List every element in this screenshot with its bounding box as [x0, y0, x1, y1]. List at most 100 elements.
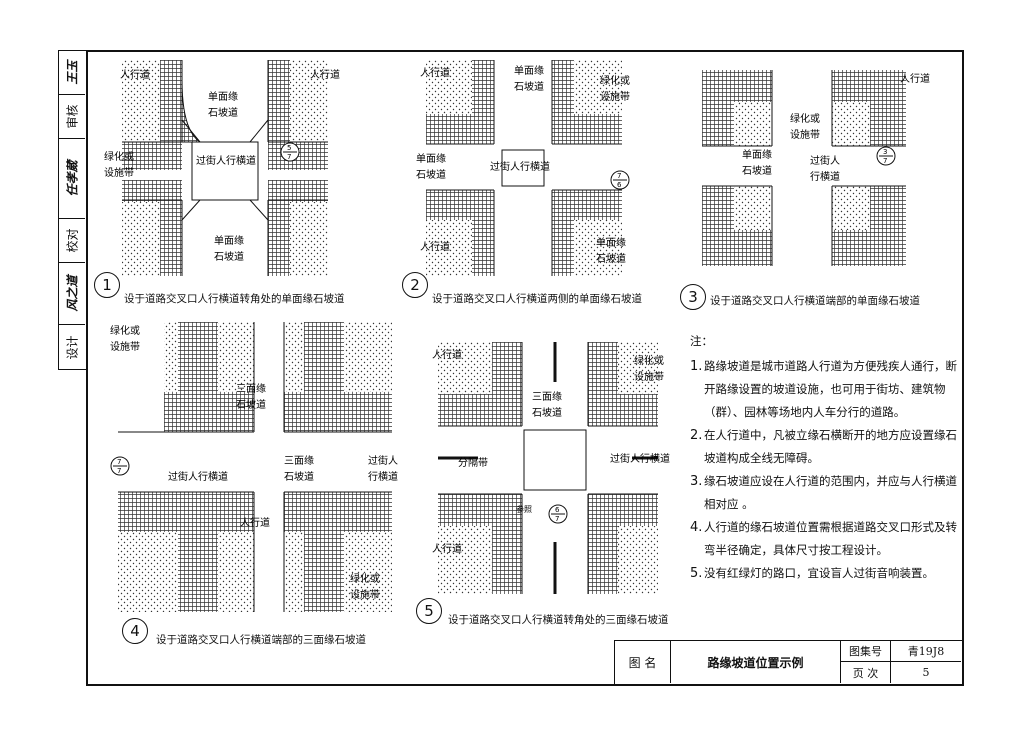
- d2-corner-br: [552, 190, 622, 276]
- svg-text:3: 3: [883, 148, 887, 156]
- d4-label-sidewalk: 人行道: [240, 516, 270, 529]
- d5-corner-tl: [438, 342, 522, 426]
- d5-corner-tr: [588, 342, 658, 426]
- svg-text:7: 7: [117, 467, 121, 475]
- d2-label-ramp-bot-2: 石坡道: [596, 252, 626, 265]
- d4-corner-br: [284, 492, 392, 612]
- d5-label-green-2: 设施带: [634, 370, 664, 383]
- d1-crossing-box: [191, 141, 259, 201]
- page-label: 页 次: [841, 662, 891, 683]
- design-sign: 风之道: [59, 263, 85, 325]
- d1-label-ramp-bot-1: 单面缘: [214, 234, 244, 247]
- d1-label-sidewalk-left: 人行道: [120, 68, 150, 81]
- svg-text:6: 6: [617, 181, 622, 189]
- d1-label-ramp-top-1: 单面缘: [208, 90, 238, 103]
- d3-label-crossing-1: 过街人: [810, 154, 840, 167]
- d3-ref-mark: 3 7: [876, 146, 896, 166]
- notes-title: 注：: [690, 334, 713, 348]
- d1-label-crossing: 过街人行横道: [196, 154, 256, 167]
- d4-label-green-bot-1: 绿化或: [350, 572, 380, 585]
- d2-label-green-2: 设施带: [600, 90, 630, 103]
- d5-corner-br: [588, 494, 658, 594]
- d5-label-divider: 分隔带: [458, 457, 488, 469]
- d5-ref-mark: 6 7: [548, 504, 568, 524]
- d2-label-ramp-left-1: 单面缘: [416, 152, 446, 165]
- d2-label-ramp-top-1: 单面缘: [514, 64, 544, 77]
- svg-text:7: 7: [617, 172, 621, 180]
- atlas-value: 青19J8: [891, 641, 961, 662]
- note-item-5: 5.没有红绿灯的路口，宜设盲人过街音响装置。: [690, 566, 934, 581]
- d1-label-green-1: 绿化或: [104, 150, 134, 163]
- title-block: 图 名 路缘坡道位置示例 图集号 青19J8 页 次 5: [614, 640, 962, 684]
- d5-corner-bl: [438, 494, 522, 594]
- d3-label-crossing-2: 行横道: [810, 170, 840, 183]
- svg-text:7: 7: [287, 153, 291, 161]
- d1-label-ramp-top-2: 石坡道: [208, 106, 238, 119]
- d2-label-crossing: 过街人行横道: [490, 160, 550, 173]
- note-item-1: 1.路缘坡道是城市道路人行道为方便残疾人通行，断开路缘设置的坡道设施，也可用于街…: [690, 359, 957, 419]
- d2-label-ramp-top-2: 石坡道: [514, 80, 544, 93]
- d2-caption: 设于道路交叉口人行横道两侧的单面缘石坡道: [432, 293, 642, 305]
- d3-label-sidewalk: 人行道: [900, 72, 930, 85]
- d2-label-sidewalk-top: 人行道: [420, 66, 450, 79]
- d4-label-green-bot-2: 设施带: [350, 588, 380, 601]
- d4-label-crossing-r-1: 过街人: [368, 454, 398, 467]
- d2-label-sidewalk-bot: 人行道: [420, 240, 450, 253]
- proof-label: 校对: [59, 219, 85, 263]
- d1-corner-br: [268, 180, 328, 276]
- notes: 注： 1.路缘坡道是城市道路人行道为方便残疾人通行，断开路缘设置的坡道设施，也可…: [690, 330, 960, 585]
- proof-sign: 任孝葳: [59, 139, 85, 219]
- d3-corner-bl: [702, 186, 772, 266]
- signature-strip: 王玉 审核 任孝葳 校对 风之道 设计: [58, 50, 86, 370]
- d2-corner-tl: [426, 60, 494, 144]
- d4-label-ramp-top-1: 三面缘: [236, 382, 266, 395]
- d2-ref-mark: 7 6: [610, 170, 630, 190]
- d4-corner-tl: [164, 322, 254, 432]
- review-sign: 王玉: [59, 51, 85, 95]
- title-name-label: 图 名: [615, 641, 671, 683]
- d1-label-ramp-bot-2: 石坡道: [214, 250, 244, 263]
- note-item-4: 4.人行道的缘石坡道位置需根据道路交叉口形式及转弯半径确定，具体尺寸按工程设计。: [690, 520, 957, 557]
- diagram-4: 绿化或 设施带 三面缘 石坡道 过街人行横道 三面缘 石坡道 过街人 行横道 人…: [110, 322, 398, 612]
- d2-label-ramp-left-2: 石坡道: [416, 168, 446, 181]
- review-label: 审核: [59, 95, 85, 139]
- d4-number: 4: [122, 618, 148, 644]
- d4-corner-bl: [118, 492, 254, 612]
- diagram-5: 人行道 绿化或 设施带 三面缘 石坡道 分隔带 过街人行横道 参照 人行道 6 …: [432, 342, 670, 594]
- svg-text:7: 7: [883, 157, 887, 165]
- d1-number: 1: [94, 272, 120, 298]
- page-value: 5: [922, 666, 930, 679]
- d1-corner-bl: [122, 180, 182, 276]
- d4-label-green-top-2: 设施带: [110, 340, 140, 353]
- d5-label-ramp-2: 石坡道: [532, 406, 562, 419]
- d1-corner-tl: [122, 60, 202, 170]
- d1-caption: 设于道路交叉口人行横道转角处的单面缘石坡道: [124, 293, 345, 305]
- d5-number: 5: [416, 598, 442, 624]
- d4-caption: 设于道路交叉口人行横道端部的三面缘石坡道: [156, 634, 366, 646]
- d4-label-green-top-1: 绿化或: [110, 324, 140, 337]
- d5-label-ref-word: 参照: [516, 504, 532, 514]
- d3-label-green-1: 绿化或: [790, 112, 820, 125]
- d1-label-sidewalk-right: 人行道: [310, 68, 340, 81]
- d2-corner-bl: [426, 190, 494, 276]
- d4-label-crossing-r-2: 行横道: [368, 470, 398, 483]
- d5-label-crossing: 过街人行横道: [610, 452, 670, 465]
- d2-crossing-box: [501, 149, 545, 187]
- d4-label-crossing: 过街人行横道: [168, 470, 228, 483]
- svg-text:5: 5: [287, 144, 291, 152]
- d2-number: 2: [402, 272, 428, 298]
- d3-corner-tr: [832, 70, 906, 146]
- design-label: 设计: [65, 334, 80, 360]
- atlas-label: 图集号: [841, 641, 891, 662]
- diagram-1: 人行道 人行道 单面缘 石坡道 绿化或 设施带 过街人行横道 单面缘 石坡道 5…: [104, 60, 340, 276]
- d3-label-green-2: 设施带: [790, 128, 820, 141]
- d4-label-ramp-mid-1: 三面缘: [284, 454, 314, 467]
- d1-label-green-2: 设施带: [104, 166, 134, 179]
- d4-corner-tr: [284, 322, 392, 432]
- diagram-3: 人行道 绿化或 设施带 单面缘 石坡道 过街人 行横道 3 7: [702, 70, 930, 266]
- d3-corner-br: [832, 186, 906, 266]
- d3-label-ramp-2: 石坡道: [742, 164, 772, 177]
- d2-corner-tr: [552, 60, 622, 144]
- d5-caption: 设于道路交叉口人行横道转角处的三面缘石坡道: [448, 614, 669, 626]
- svg-text:7: 7: [117, 458, 121, 466]
